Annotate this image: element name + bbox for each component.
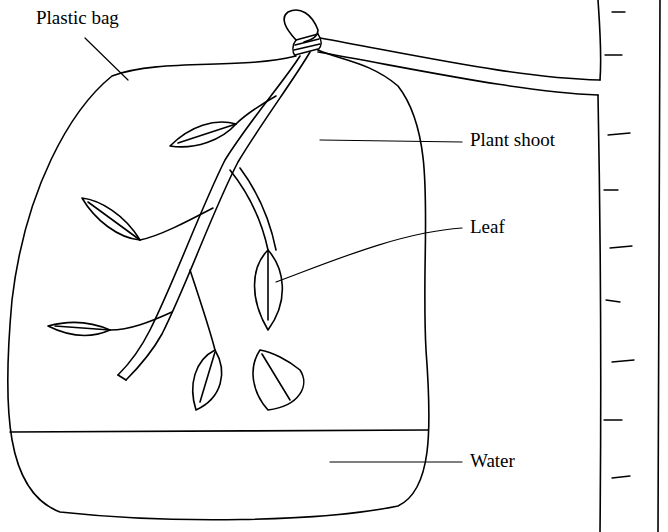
branch [318, 52, 598, 95]
bark-marks [604, 12, 634, 478]
bag-label: Plastic bag [34, 8, 121, 29]
leaf-label: Leaf [468, 217, 507, 238]
string-tie [293, 34, 321, 56]
trunk-edge [598, 0, 601, 80]
leader-line [85, 38, 462, 462]
branch [320, 38, 600, 80]
shoot-label: Plant shoot [468, 130, 557, 151]
plant-stem [110, 52, 310, 380]
plastic-bag [8, 50, 429, 520]
shoot-tip [284, 10, 318, 42]
water-label: Water [468, 451, 517, 472]
water-surface [10, 430, 428, 432]
trunk-edge [598, 95, 601, 532]
leaf-shape [48, 122, 304, 410]
trunk-edge [658, 0, 660, 532]
